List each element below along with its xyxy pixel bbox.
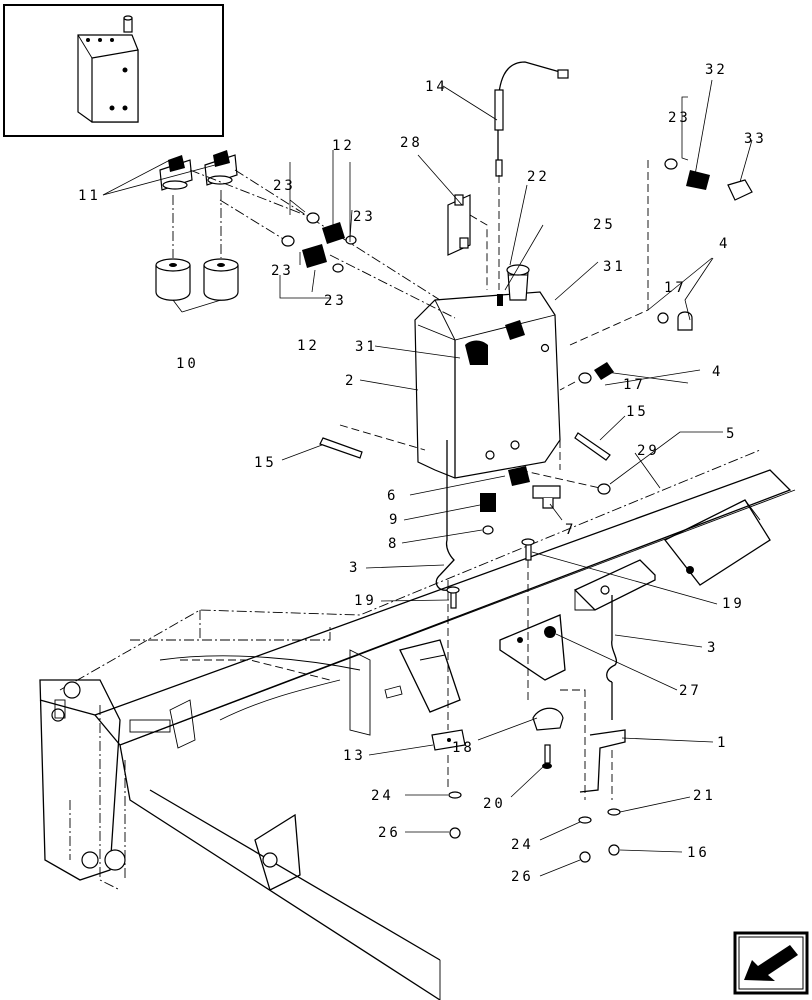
- callout-29: 29: [637, 443, 660, 459]
- callout-17a: 17: [664, 280, 687, 296]
- filter-10b: [203, 258, 239, 301]
- reservoir-thumbnail-icon: [77, 15, 139, 123]
- callout-6: 6: [387, 488, 398, 504]
- filters-and-sensors: [155, 61, 569, 319]
- callout-7: 7: [565, 522, 576, 538]
- mounting-hardware: [431, 440, 626, 863]
- callout-14: 14: [425, 79, 448, 95]
- filter-10a: [155, 258, 191, 301]
- callout-3b: 3: [707, 640, 718, 656]
- callout-32: 32: [705, 62, 728, 78]
- callout-23b: 23: [273, 178, 296, 194]
- callout-20: 20: [483, 796, 506, 812]
- callout-21: 21: [693, 788, 716, 804]
- callout-1: 1: [717, 735, 728, 751]
- callout-24a: 24: [371, 788, 394, 804]
- callout-16: 16: [687, 845, 710, 861]
- callout-19b: 19: [722, 596, 745, 612]
- callout-19a: 19: [354, 593, 377, 609]
- previous-page-arrow-icon[interactable]: [733, 931, 809, 995]
- callout-8: 8: [388, 536, 399, 552]
- callout-26b: 26: [511, 869, 534, 885]
- callout-15a: 15: [626, 404, 649, 420]
- inset-thumbnail: [3, 4, 224, 137]
- callout-4a: 4: [719, 236, 730, 252]
- callout-24b: 24: [511, 837, 534, 853]
- callout-5: 5: [726, 426, 737, 442]
- sensor-11a: [159, 155, 193, 191]
- callout-23c: 23: [353, 209, 376, 225]
- callout-18: 18: [452, 740, 475, 756]
- callout-25: 25: [593, 217, 616, 233]
- callout-4b: 4: [712, 364, 723, 380]
- right-fittings: [319, 158, 753, 535]
- sensor-11b: [204, 150, 238, 186]
- callout-15b: 15: [254, 455, 277, 471]
- callout-23d: 23: [271, 263, 294, 279]
- callout-33: 33: [744, 131, 767, 147]
- callout-23a: 23: [668, 110, 691, 126]
- callout-3a: 3: [349, 560, 360, 576]
- callout-10: 10: [176, 356, 199, 372]
- callout-31b: 31: [355, 339, 378, 355]
- callout-12a: 12: [332, 138, 355, 154]
- callout-27: 27: [679, 683, 702, 699]
- leader-lines: [102, 79, 753, 877]
- callout-9: 9: [389, 512, 400, 528]
- callout-31a: 31: [603, 259, 626, 275]
- callout-2: 2: [345, 373, 356, 389]
- callout-17b: 17: [623, 377, 646, 393]
- callout-13: 13: [343, 748, 366, 764]
- callout-28: 28: [400, 135, 423, 151]
- callout-22: 22: [527, 169, 550, 185]
- fitting-12a: [306, 212, 357, 245]
- bracket-28: [447, 194, 471, 256]
- frame-assembly: [39, 449, 796, 1000]
- fitting-12b: [281, 235, 344, 273]
- callout-labels: 14 28 22 25 31 32 23 33 11 12 23 23 23 2…: [78, 62, 767, 885]
- callout-11: 11: [78, 188, 101, 204]
- callout-23e: 23: [324, 293, 347, 309]
- callout-26a: 26: [378, 825, 401, 841]
- reservoir-tank: [414, 264, 561, 479]
- callout-12b: 12: [297, 338, 320, 354]
